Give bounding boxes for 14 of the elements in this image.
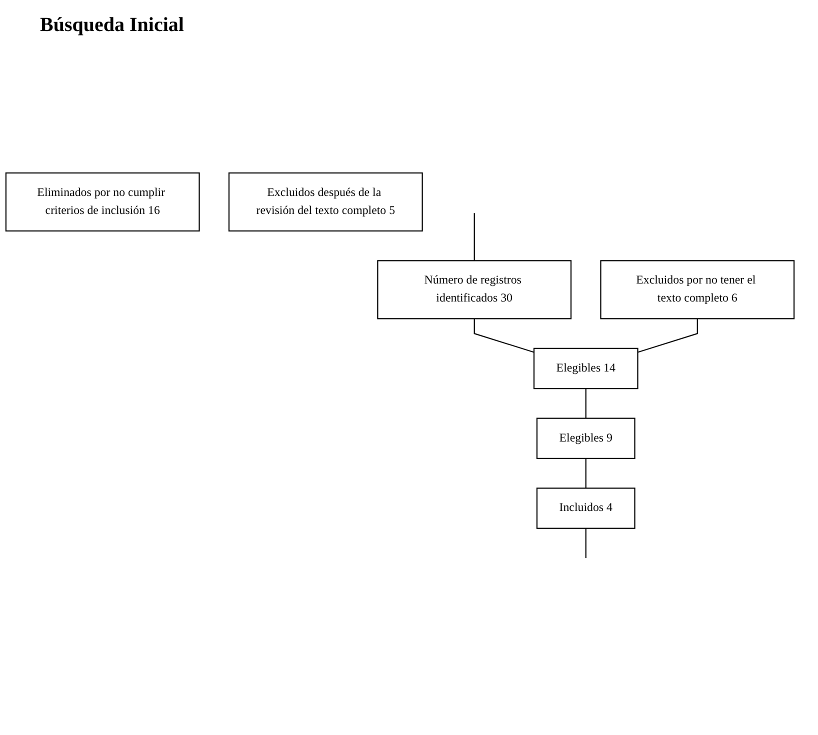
process-box: Excluidos después de la revisión del texto completo 5 (228, 172, 423, 232)
process-box: Incluidos 4 (536, 488, 636, 530)
connector-line (585, 458, 586, 489)
connector-line (474, 213, 475, 261)
process-box: Número de registros identificados 30 (377, 260, 572, 320)
process-box: Elegibles 9 (536, 418, 636, 460)
connector-line (585, 388, 586, 419)
process-box: Excluidos por no tener el texto completo 6 (600, 260, 795, 320)
process-box: Eliminados por no cumplir criterios de inclusión 16 (5, 172, 200, 232)
connector-line (585, 528, 586, 558)
connector-line (474, 319, 534, 354)
diagram-title: Búsqueda Inicial (40, 14, 184, 37)
connector-line (638, 319, 698, 354)
process-box: Elegibles 14 (533, 348, 638, 390)
